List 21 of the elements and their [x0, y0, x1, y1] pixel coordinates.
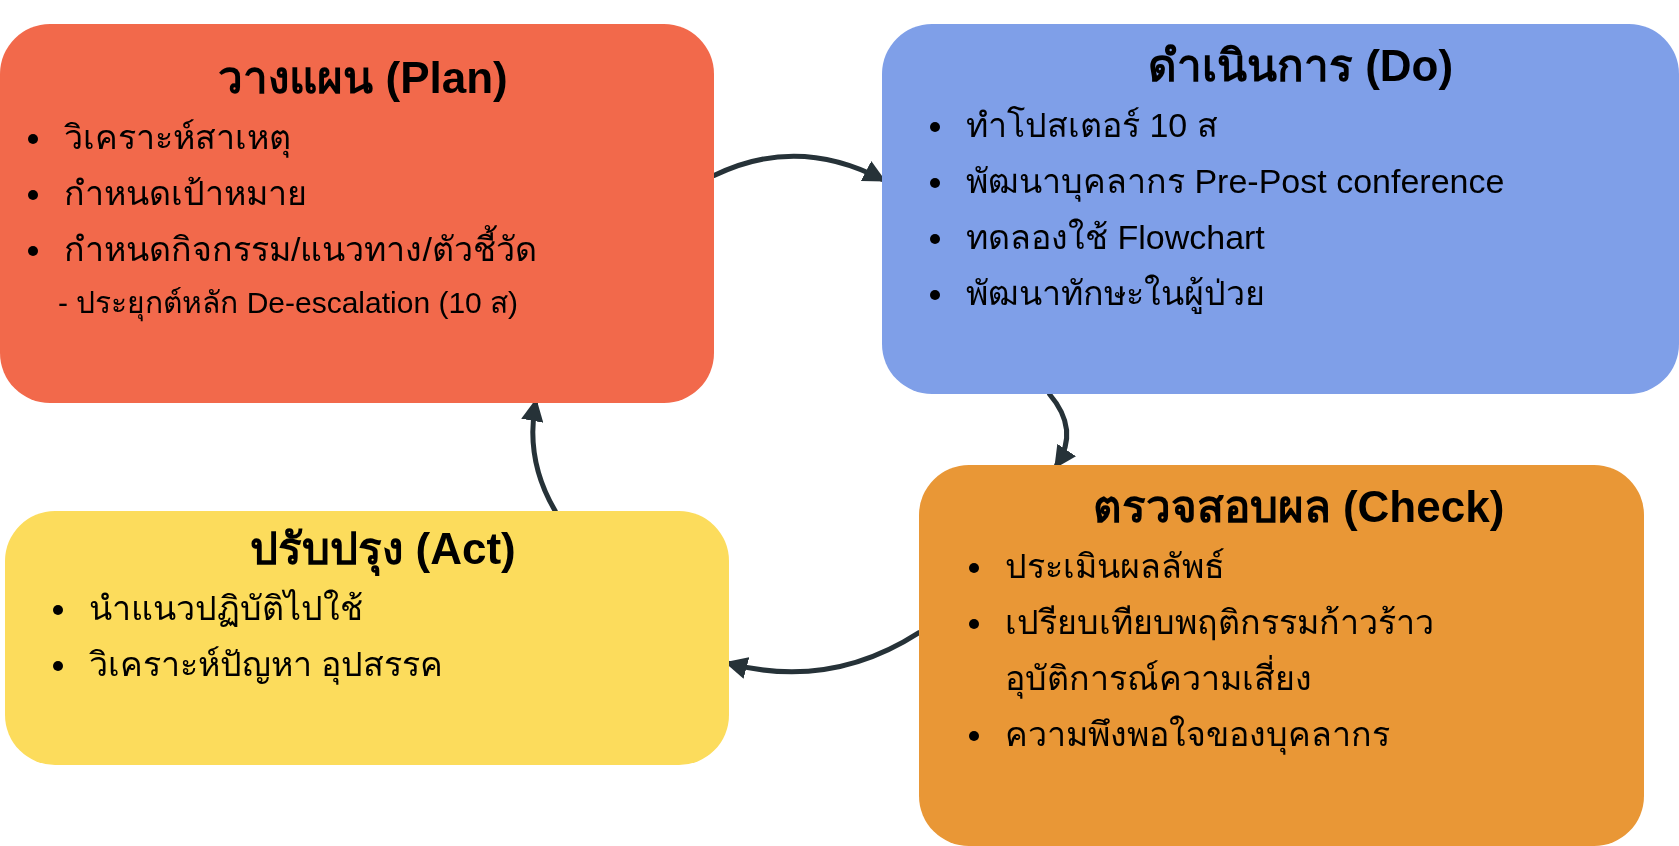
bullet-item: กำหนดกิจกรรม/แนวทาง/ตัวชี้วัด: [64, 221, 537, 278]
card-title: วางแผน (Plan): [217, 52, 509, 104]
process-card: [0, 24, 714, 403]
bullet-item: นำแนวปฏิบัติไปใช้: [89, 588, 363, 629]
process-card: [919, 465, 1644, 846]
bullet-item: วิเคราะห์สาเหตุ: [64, 117, 291, 160]
bullet-item: ทดลองใช้ Flowchart: [966, 217, 1265, 259]
card-title: ปรับปรุง (Act): [53, 521, 713, 576]
bullet-item: พัฒนาบุคลากร Pre-Post conference: [966, 161, 1505, 204]
process-card: [5, 511, 729, 765]
card-title: ตรวจสอบผล (Check): [1091, 481, 1506, 533]
bullet-item: ความพึงพอใจของบุคลากร: [1005, 714, 1390, 757]
bullet-item: เปรียบเทียบพฤติกรรมก้าวร้าวอุบัติการณ์ความเสี่ยง: [1005, 602, 1435, 701]
sub-item-text: - ประยุกต์หลัก De-escalation (10 ส): [57, 285, 520, 324]
bullet-item: กำหนดเป้าหมาย: [64, 173, 307, 215]
process-card: [882, 24, 1679, 394]
bullet-item: ทำโปสเตอร์ 10 ส: [966, 105, 1218, 146]
card-title: ดำเนินการ (Do): [1146, 40, 1455, 92]
bullet-item: พัฒนาทักษะในผู้ป่วย: [966, 273, 1265, 316]
bullet-item: วิเคราะห์ปัญหา อุปสรรค: [89, 644, 444, 687]
bullet-item: ประเมินผลลัพธ์: [1005, 546, 1225, 587]
